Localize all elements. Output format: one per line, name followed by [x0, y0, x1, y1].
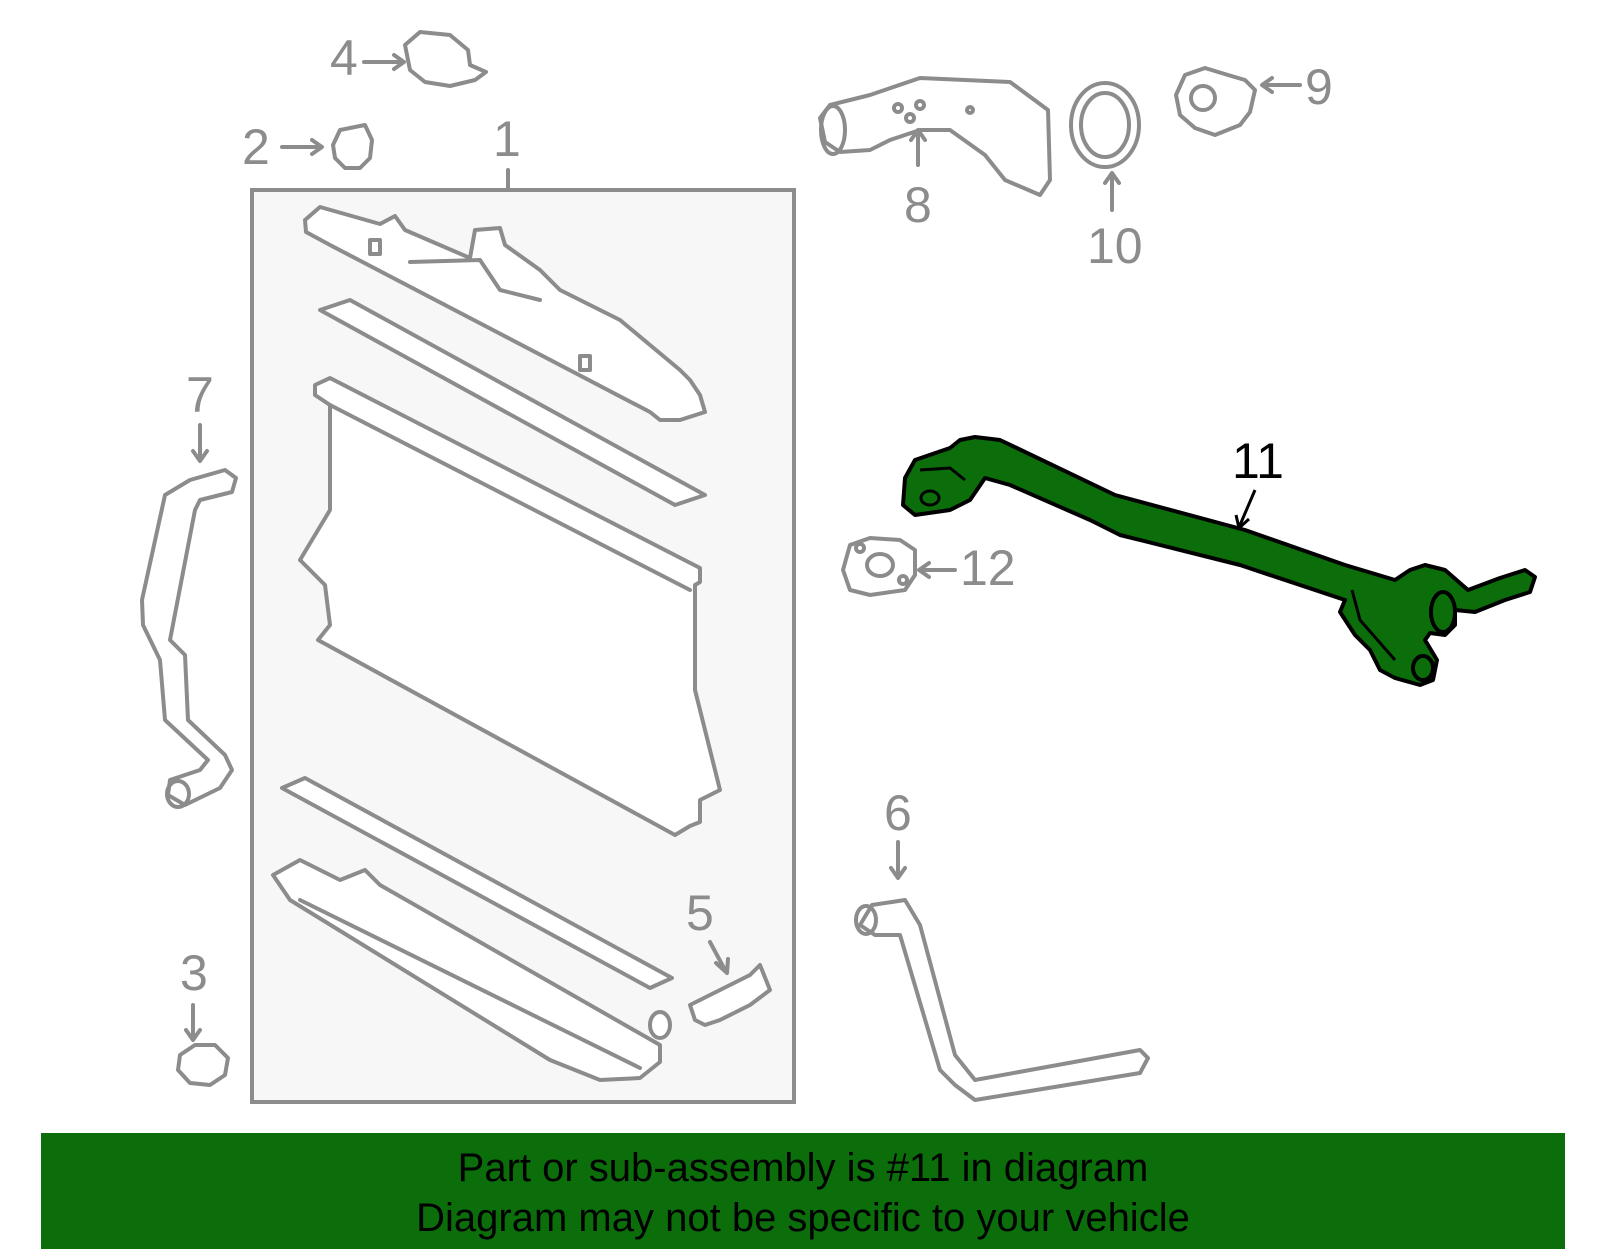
drain-plug	[688, 963, 772, 1027]
part-10-gasket	[1069, 81, 1141, 212]
callout-7: 7	[186, 367, 214, 423]
upper-seal	[318, 298, 707, 507]
lower-seal	[280, 776, 674, 990]
callout-4: 4	[330, 30, 358, 86]
part-7-upper-hose	[140, 423, 238, 809]
callout-labels: 1 2 3 4 5 6 7 8 9 10 11 12	[180, 30, 1333, 1001]
caption-line-1: Part or sub-assembly is #11 in diagram	[457, 1146, 1149, 1190]
callout-5: 5	[686, 885, 714, 941]
part-9-thermostat	[1174, 66, 1302, 137]
part-6-lower-hose	[854, 840, 1150, 1102]
callout-10: 10	[1087, 218, 1143, 274]
part-4-cap	[362, 30, 488, 88]
caption-line-2: Diagram may not be specific to your vehi…	[416, 1196, 1190, 1240]
callout-8: 8	[904, 177, 932, 233]
callout-2: 2	[242, 119, 270, 175]
radiator-assembly	[250, 168, 796, 1104]
callout-3: 3	[180, 945, 208, 1001]
callout-9: 9	[1305, 59, 1333, 115]
callout-1: 1	[493, 111, 521, 167]
upper-tank	[303, 205, 707, 422]
part-12-gasket	[841, 536, 957, 597]
part-8-water-inlet	[818, 76, 1052, 197]
callout-6: 6	[884, 785, 912, 841]
part-11-water-pipe	[901, 435, 1537, 687]
callout-12: 12	[960, 540, 1016, 596]
caption-bar: Part or sub-assembly is #11 in diagram D…	[41, 1133, 1565, 1249]
radiator-core	[298, 376, 722, 837]
callout-11: 11	[1232, 433, 1284, 489]
part-3-bushing	[176, 1003, 230, 1087]
lower-tank	[271, 858, 662, 1082]
part-2-clip	[280, 123, 374, 170]
